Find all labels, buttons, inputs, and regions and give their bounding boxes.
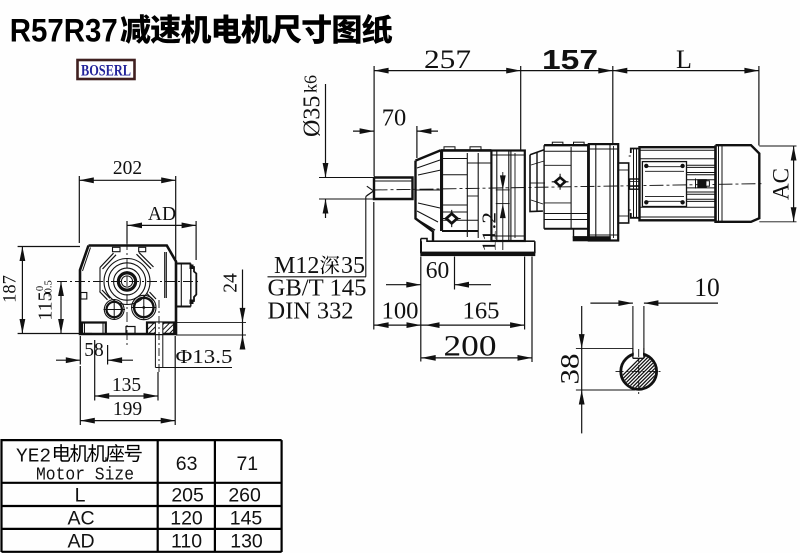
svg-text:63: 63 [176, 453, 198, 475]
svg-text:135: 135 [112, 375, 141, 396]
svg-text:100: 100 [382, 299, 419, 325]
svg-text:Ø35: Ø35 [300, 96, 326, 137]
svg-text:199: 199 [113, 399, 142, 420]
svg-text:200: 200 [444, 330, 497, 363]
svg-text:145: 145 [230, 508, 263, 530]
svg-text:120: 120 [170, 508, 203, 530]
svg-text:AD: AD [148, 204, 176, 225]
svg-text:DIN 332: DIN 332 [268, 299, 354, 325]
svg-text:60: 60 [426, 258, 450, 284]
svg-text:24: 24 [221, 273, 242, 293]
svg-text:BOSERL: BOSERL [81, 62, 131, 79]
svg-text:115: 115 [35, 291, 57, 320]
svg-text:260: 260 [228, 485, 261, 507]
svg-text:157: 157 [542, 44, 598, 75]
svg-text:k6: k6 [301, 75, 321, 93]
svg-text:AC: AC [67, 508, 94, 530]
svg-text:187: 187 [1, 275, 21, 303]
svg-text:257: 257 [424, 45, 471, 74]
svg-text:70: 70 [382, 106, 407, 132]
svg-text:R57R37: R57R37 [10, 13, 118, 49]
svg-text:11.2: 11.2 [479, 212, 501, 252]
svg-text:L: L [676, 45, 692, 74]
svg-text:0: 0 [35, 286, 46, 291]
svg-text:M12: M12 [274, 253, 319, 279]
svg-text:L: L [75, 485, 86, 507]
svg-text:Motor Size: Motor Size [36, 466, 134, 486]
svg-text:Φ13.5: Φ13.5 [176, 347, 233, 368]
svg-text:10: 10 [694, 273, 720, 302]
svg-text:35: 35 [341, 253, 365, 279]
svg-text:GB/T 145: GB/T 145 [268, 276, 367, 302]
svg-text:110: 110 [171, 531, 202, 553]
svg-text:71: 71 [236, 453, 258, 475]
svg-text:AD: AD [67, 531, 94, 553]
svg-text:205: 205 [171, 485, 204, 507]
svg-text:38: 38 [556, 354, 585, 385]
svg-text:202: 202 [113, 158, 142, 179]
svg-text:AC: AC [769, 168, 794, 200]
svg-text:-0.5: -0.5 [44, 280, 55, 297]
svg-text:130: 130 [230, 531, 263, 553]
svg-text:YE2: YE2 [16, 446, 51, 468]
svg-text:165: 165 [463, 299, 500, 325]
svg-text:58: 58 [84, 340, 104, 361]
